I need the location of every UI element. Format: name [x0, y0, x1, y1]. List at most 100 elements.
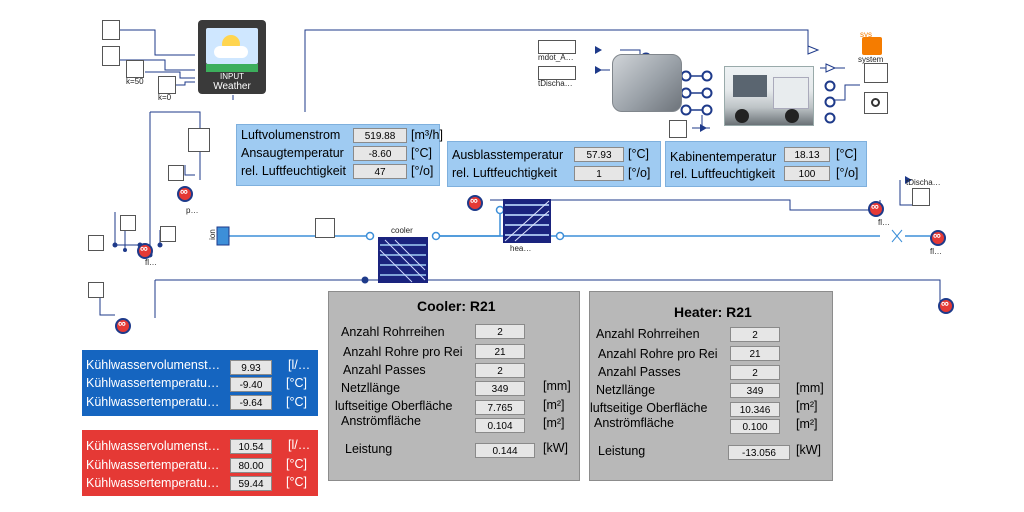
tdischa2-label: tDischa… — [906, 178, 941, 187]
const-block-2[interactable] — [102, 46, 120, 66]
coolant-cold-value-0: 9.93 — [230, 360, 272, 375]
tdischa-block[interactable] — [538, 66, 576, 80]
cooler-power-unit: [kW] — [543, 441, 568, 455]
cooler-power-label: Leistung — [345, 442, 393, 456]
coolant-hot-label-0: Kühlwasservolumenst… — [86, 439, 221, 453]
heater-label-0: Anzahl Rohrreihen — [596, 327, 700, 341]
cooler-label-3: Netzllänge — [341, 381, 401, 395]
temp-sensor-block[interactable] — [912, 188, 930, 206]
cooler-value-1: 21 — [475, 344, 525, 359]
cooler-graphic — [378, 237, 428, 283]
flow-source-icon[interactable] — [137, 243, 153, 259]
cabin-label-0: Kabinentemperatur — [670, 150, 777, 164]
heater-label-1: Anzahl Rohre pro Rei — [598, 347, 718, 361]
air-inlet-panel: Luftvolumenstrom 519.88 [m³/h] Ansaugtem… — [236, 124, 443, 186]
heater-label: hea… — [510, 244, 532, 253]
weather-grass — [206, 64, 258, 72]
coolant-hot-unit-2: [°C] — [286, 475, 307, 489]
ion-label: ion — [207, 229, 217, 240]
cooler-title: Cooler: R21 — [417, 298, 496, 314]
outlet-value-1: 1 — [574, 166, 624, 181]
mixing-block[interactable] — [315, 218, 335, 238]
const-block-1[interactable] — [102, 20, 120, 40]
p-label: p… — [186, 206, 199, 215]
system-icon[interactable] — [862, 37, 882, 55]
weather-input-block[interactable]: INPUT Weather — [198, 20, 266, 94]
air-label-2: rel. Luftfeuchtigkeit — [241, 164, 346, 178]
k0-label: k=0 — [158, 93, 172, 102]
mdot-label: mdot_A… — [538, 53, 574, 62]
cooler-power-value: 0.144 — [475, 443, 535, 458]
cabin-value-0: 18.13 — [784, 147, 830, 162]
source-block-3[interactable] — [160, 226, 176, 242]
heater-graphic — [503, 199, 551, 243]
cooler-value-5: 0.104 — [475, 418, 525, 433]
cooler-unit-4: [m²] — [543, 398, 565, 412]
heater-value-5: 0.100 — [730, 419, 780, 434]
outlet-unit-0: [°C] — [628, 147, 649, 161]
cooler-value-0: 2 — [475, 324, 525, 339]
cooler-label-0: Anzahl Rohrreihen — [341, 325, 445, 339]
audio-block[interactable] — [864, 92, 888, 114]
k50-label: k=50 — [126, 77, 144, 86]
coolant-source-block[interactable] — [88, 282, 104, 298]
cabin-value-1: 100 — [784, 166, 830, 181]
heater-title: Heater: R21 — [674, 304, 752, 320]
air-label-0: Luftvolumenstrom — [241, 128, 341, 142]
cooler-value-4: 7.765 — [475, 400, 525, 415]
air-value-0: 519.88 — [353, 128, 407, 143]
air-unit-2: [°/o] — [411, 164, 434, 178]
coolant-cold-label-1: Kühlwassertemperatu… — [86, 376, 220, 390]
cabin-pump-icon[interactable] — [938, 298, 954, 314]
cooler-label-1: Anzahl Rohre pro Rei — [343, 345, 463, 359]
coolant-cold-unit-0: [l/… — [288, 358, 311, 372]
fan-pump-icon[interactable] — [177, 186, 193, 202]
cabin-unit-1: [°/o] — [836, 166, 859, 180]
outlet-value-0: 57.93 — [574, 147, 624, 162]
engine-image — [612, 54, 682, 112]
heater-value-2: 2 — [730, 365, 780, 380]
coolant-hot-label-1: Kühlwassertemperatu… — [86, 458, 220, 472]
cabin-panel: Kabinentemperatur 18.13 [°C] rel. Luftfe… — [665, 141, 867, 187]
coolant-hot-label-2: Kühlwassertemperatu… — [86, 476, 220, 490]
coolant-hot-unit-0: [l/… — [288, 438, 311, 452]
const-block-k0[interactable] — [158, 76, 176, 94]
cooler-panel: Cooler: R21 Anzahl Rohrreihen 2 Anzahl R… — [328, 291, 580, 481]
humidity-sensor-block[interactable] — [188, 128, 210, 152]
coolant-cold-unit-1: [°C] — [286, 376, 307, 390]
heater-value-0: 2 — [730, 327, 780, 342]
air-unit-1: [°C] — [411, 146, 432, 160]
settings-block[interactable] — [864, 63, 888, 83]
outlet-panel: Ausblasstemperatur 57.93 [°C] rel. Luftf… — [447, 141, 661, 187]
outlet-label-0: Ausblasstemperatur — [452, 148, 564, 162]
outlet-pump-icon[interactable] — [930, 230, 946, 246]
const-block-k50[interactable] — [126, 60, 144, 78]
weather-line1: INPUT — [220, 72, 244, 81]
heater-value-4: 10.346 — [730, 402, 780, 417]
source-block-2[interactable] — [120, 215, 136, 231]
heater-value-1: 21 — [730, 346, 780, 361]
coolant-cold-label-0: Kühlwasservolumenst… — [86, 358, 221, 372]
fl3-label: fl… — [930, 247, 942, 256]
sys-label: sys — [860, 30, 872, 39]
air-value-2: 47 — [353, 164, 407, 179]
heater-pump-icon[interactable] — [467, 195, 483, 211]
flow-sensor-icon[interactable] — [868, 201, 884, 217]
source-block-4[interactable] — [88, 235, 104, 251]
source-block-1[interactable] — [168, 165, 184, 181]
heater-power-value: -13.056 — [728, 445, 790, 460]
coolant-cold-value-1: -9.40 — [230, 377, 272, 392]
cooler-label-2: Anzahl Passes — [343, 363, 426, 377]
heater-label-5: Anströmfläche — [594, 416, 674, 430]
heater-unit-3: [mm] — [796, 381, 824, 395]
signal-block[interactable] — [669, 120, 687, 138]
outlet-unit-1: [°/o] — [628, 166, 651, 180]
vehicle-image — [724, 66, 814, 126]
weather-icon — [206, 28, 258, 64]
coolant-hot-value-0: 10.54 — [230, 439, 272, 454]
coolant-cold-unit-2: [°C] — [286, 395, 307, 409]
mdot-block[interactable] — [538, 40, 576, 54]
coolant-pump-icon[interactable] — [115, 318, 131, 334]
cooler-value-2: 2 — [475, 363, 525, 378]
coolant-hot-value-1: 80.00 — [230, 458, 272, 473]
